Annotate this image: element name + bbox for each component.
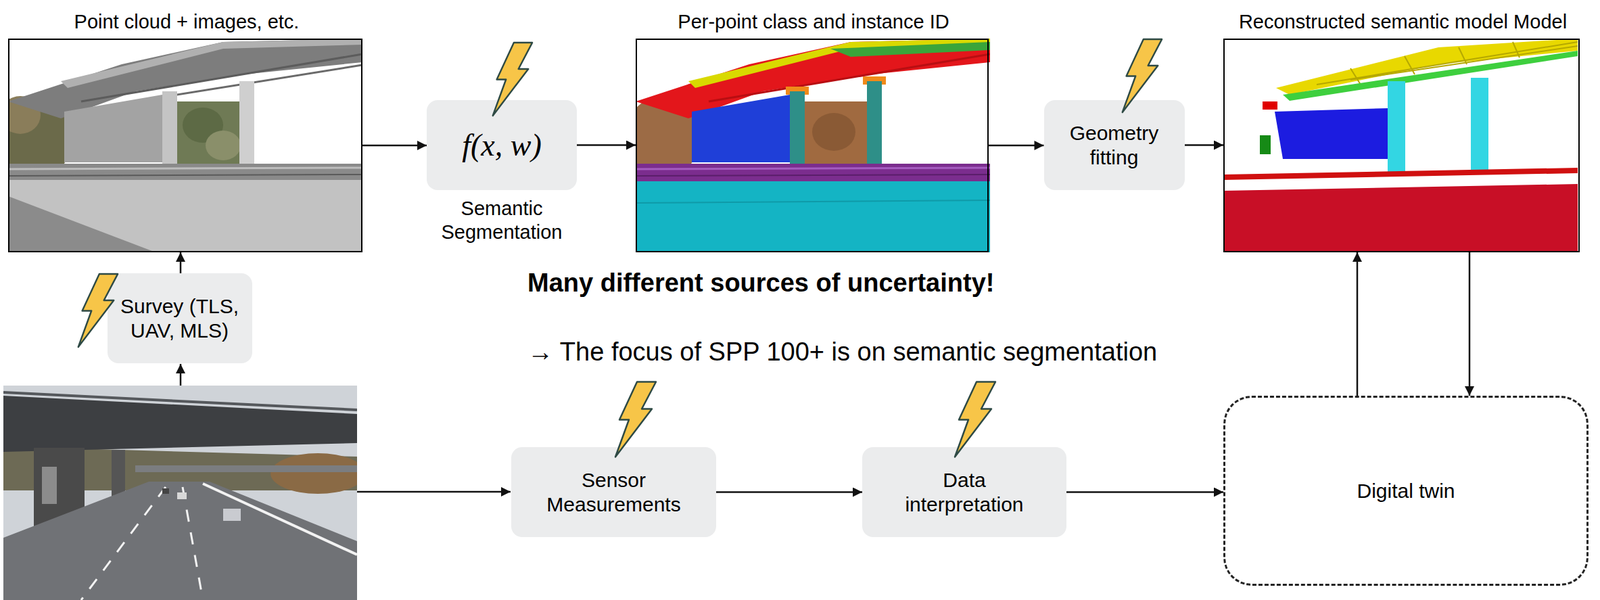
model-illustration-part-part	[1282, 50, 1578, 101]
digital-twin-box: Digital twin	[1223, 395, 1589, 586]
segmentation-illustration-part-part	[804, 101, 867, 164]
node-text: Sensor Measurements	[526, 467, 702, 517]
model-illustration-part-part	[1259, 135, 1271, 155]
bridge-photo-part	[111, 449, 126, 498]
point-cloud-illustration-part	[162, 91, 178, 166]
segmentation-illustration-part-part	[708, 54, 991, 102]
panel-heading: Point cloud + images, etc.	[74, 10, 300, 34]
bridge-photo-part	[182, 486, 203, 600]
lightning-bolt	[78, 273, 118, 347]
model-illustration-part-part	[1274, 108, 1388, 159]
lightning-bolt	[492, 42, 533, 116]
bridge-photo-part	[135, 465, 358, 473]
flow-arrow	[1066, 490, 1224, 493]
bridge-photo-part	[202, 483, 358, 555]
point-cloud-illustration-part	[205, 130, 241, 161]
process-box: Survey (TLS, UAV, MLS)	[107, 273, 253, 364]
node-text: f(x, w)	[461, 126, 542, 164]
model-illustration-part-part	[1276, 38, 1578, 95]
point-cloud-illustration-part	[64, 94, 163, 163]
model-illustration-part-part	[1223, 38, 1578, 253]
process-box: f(x, w)Semantic Segmentation	[426, 100, 577, 191]
panel-heading: Reconstructed semantic model Model	[1238, 10, 1567, 34]
flow-arrow	[988, 144, 1045, 147]
segmentation-illustration-part-part	[635, 174, 991, 176]
model-illustration-part-part	[1316, 41, 1578, 85]
bridge-photo-part	[41, 466, 57, 504]
segmentation-illustration-part-part	[812, 112, 856, 151]
point-cloud-illustration-part	[8, 174, 363, 176]
model-illustration-part-part	[1404, 56, 1415, 75]
model-illustration-part-part	[1512, 41, 1520, 58]
photo-to-sensor-arrow	[357, 490, 511, 493]
box-caption: Semantic Segmentation	[426, 196, 577, 245]
node-text: Geometry fitting	[1053, 121, 1176, 170]
model-illustration-part	[1223, 38, 1578, 253]
point-cloud-illustration	[8, 38, 363, 253]
flow-arrow	[716, 490, 863, 493]
bridge-photo-part	[162, 488, 170, 494]
segmentation-illustration-part-part	[635, 200, 991, 203]
flow-arrow	[179, 252, 182, 274]
bridge-photo-part	[81, 486, 166, 600]
model-illustration-part-part	[1223, 167, 1578, 180]
bridge-photo-part	[3, 481, 358, 600]
node-text: Digital twin	[1356, 478, 1455, 504]
lightning-bolt	[615, 382, 656, 458]
segmentation-panel: Per-point class and instance ID	[635, 38, 989, 253]
node-text: Survey (TLS, UAV, MLS)	[116, 294, 243, 343]
point-cloud-illustration-part	[8, 163, 363, 180]
model-illustration-part-part	[1458, 47, 1467, 65]
focus-note: → The focus of SPP 100+ is on semantic s…	[527, 336, 1158, 368]
bridge-photo-part	[223, 508, 241, 521]
bridge-photo-part	[177, 492, 187, 500]
segmentation-illustration-part	[635, 38, 991, 253]
flow-arrow	[1356, 252, 1359, 396]
segmentation-illustration-part-part	[635, 181, 991, 253]
node-text: Data interpretation	[896, 467, 1032, 517]
bridge-photo-part	[270, 453, 358, 494]
segmentation-illustration-part-part	[635, 167, 991, 170]
photo-to-survey-arrow	[179, 363, 182, 386]
model-illustration-part-part	[1387, 81, 1406, 173]
lightning-bolt	[954, 382, 996, 458]
point-cloud-illustration-part	[60, 38, 363, 88]
point-cloud-illustration-part	[8, 196, 156, 253]
model-illustration-part-part	[1470, 77, 1489, 173]
process-box: Geometry fitting	[1044, 100, 1185, 191]
bridge-photo	[3, 385, 358, 600]
lightning-bolt	[1122, 39, 1162, 113]
model-illustration-part-part	[1262, 101, 1278, 110]
segmentation-illustration-part-part	[635, 163, 991, 182]
process-box: Data interpretation	[862, 446, 1067, 537]
model-illustration-part-part	[1350, 45, 1578, 80]
segmentation-illustration-part-part	[691, 94, 790, 163]
point-cloud-illustration-part	[8, 179, 363, 253]
point-cloud-illustration-part	[81, 54, 363, 102]
segmentation-illustration	[624, 38, 991, 253]
bridge-photo-part	[3, 395, 358, 452]
model-illustration-part-part	[1223, 183, 1578, 253]
panel-heading: Per-point class and instance ID	[677, 10, 949, 34]
flow-arrow	[1184, 144, 1225, 147]
flow-arrow	[1468, 252, 1471, 396]
model-illustration	[1223, 38, 1578, 253]
point-cloud-illustration-part	[8, 167, 363, 170]
model-panel: Reconstructed semantic model Model	[1223, 38, 1580, 253]
flow-arrow	[576, 144, 636, 147]
point-cloud-illustration-part	[239, 81, 255, 166]
segmentation-illustration-part-part	[830, 41, 991, 57]
segmentation-illustration-part-part	[866, 81, 882, 166]
process-box: Sensor Measurements	[511, 446, 717, 537]
point-cloud-panel: Point cloud + images, etc.	[8, 38, 363, 253]
segmentation-illustration-part-part	[688, 38, 991, 88]
bridge-photo-part	[3, 392, 358, 410]
segmentation-illustration-part-part	[789, 91, 805, 166]
flow-arrow	[362, 144, 427, 147]
model-illustration-part-part	[1350, 68, 1361, 85]
headline-note: Many different sources of uncertainty!	[527, 267, 995, 299]
